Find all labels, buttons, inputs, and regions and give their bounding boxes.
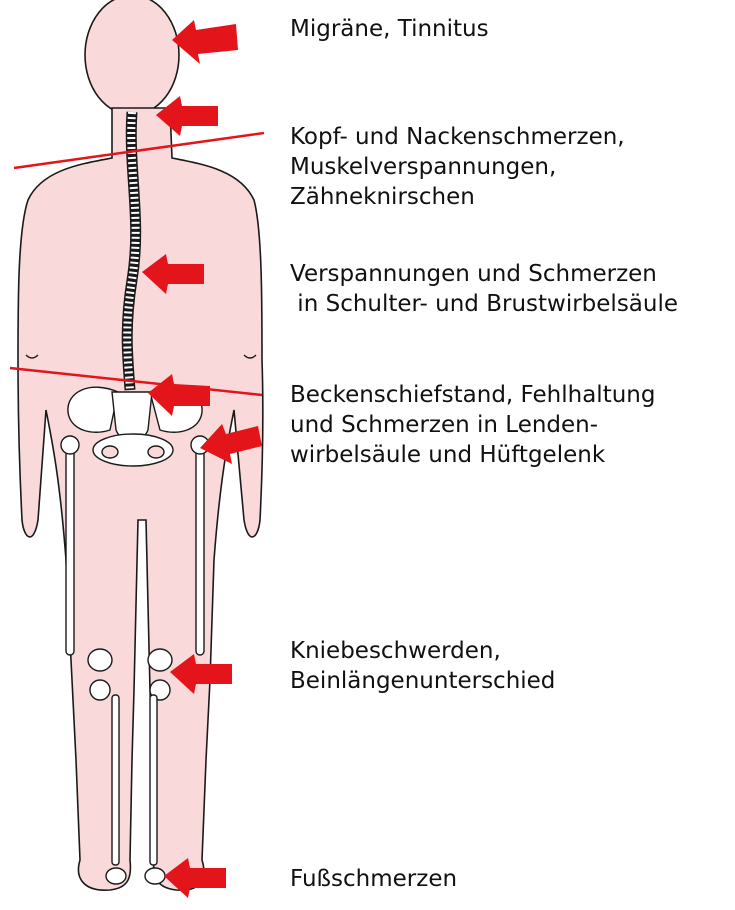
femur-right xyxy=(196,445,204,655)
foot-right xyxy=(145,868,165,884)
knee-left xyxy=(88,649,112,671)
label-head: Migräne, Tinnitus xyxy=(290,14,489,44)
arrow-head-icon xyxy=(172,20,238,64)
label-spine: Verspannungen und Schmerzen in Schulter-… xyxy=(290,259,678,319)
head xyxy=(85,0,179,115)
foot-left xyxy=(106,868,126,884)
label-foot: Fußschmerzen xyxy=(290,864,457,894)
label-neck: Kopf- und Nackenschmerzen, Muskelverspan… xyxy=(290,122,625,212)
pelvis-left xyxy=(68,387,118,432)
tibia-right xyxy=(150,695,157,865)
body-diagram xyxy=(0,0,290,910)
knee-right xyxy=(148,649,172,671)
femur-left xyxy=(66,445,74,655)
label-knee: Kniebeschwerden, Beinlängenunterschied xyxy=(290,636,555,696)
tibia-left xyxy=(112,695,119,865)
label-pelvis: Beckenschiefstand, Fehlhaltung und Schme… xyxy=(290,380,655,470)
